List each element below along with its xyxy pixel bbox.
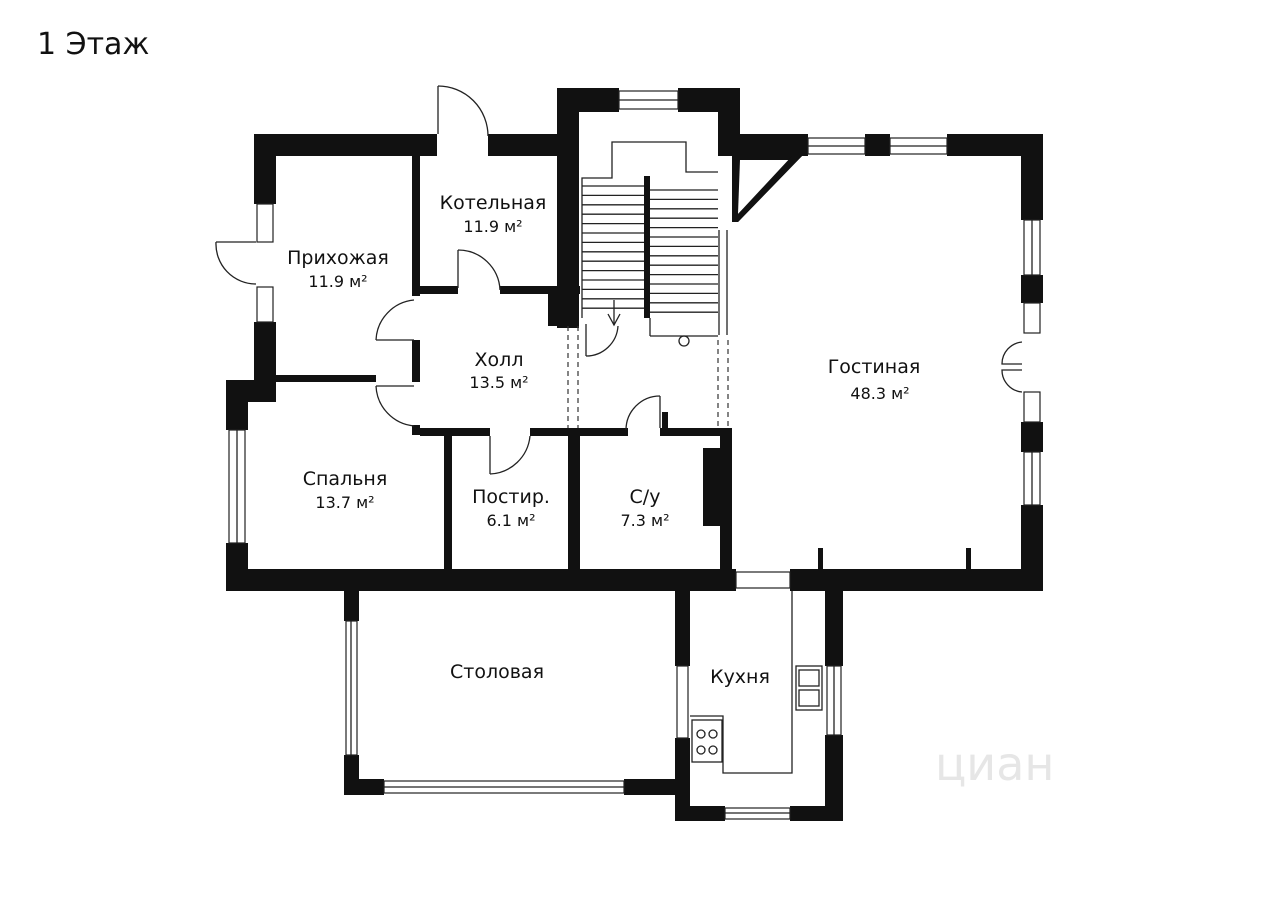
watermark: циан [935,737,1054,791]
room-hallway: Прихожая 11.9 м² [287,247,389,291]
room-living-name: Гостиная [828,356,921,378]
room-boiler: Котельная 11.9 м² [440,192,547,236]
room-laundry-area: 6.1 м² [486,511,535,530]
room-boiler-area: 11.9 м² [463,217,522,236]
room-bedroom: Спальня 13.7 м² [303,468,388,512]
room-boiler-name: Котельная [440,192,547,214]
room-living: Гостиная 48.3 м² [828,356,921,403]
room-kitchen-name: Кухня [710,666,770,688]
doors [215,85,1023,475]
interior-walls [276,156,971,569]
room-hallway-area: 11.9 м² [308,272,367,291]
room-laundry-name: Постир. [472,486,550,508]
room-bathroom: С/у 7.3 м² [620,486,669,530]
room-dining-name: Столовая [450,661,544,683]
room-bedroom-name: Спальня [303,468,388,490]
room-hall-area: 13.5 м² [469,373,528,392]
kitchen-counter [690,591,823,774]
room-bathroom-name: С/у [630,486,661,508]
room-kitchen: Кухня [710,666,770,688]
staircase [581,141,718,347]
room-living-area: 48.3 м² [850,384,909,403]
open-passages [567,326,729,428]
floor-title: 1 Этаж [37,27,150,62]
room-dining: Столовая [450,661,544,683]
windows [228,90,1041,820]
room-laundry: Постир. 6.1 м² [472,486,550,530]
room-hallway-name: Прихожая [287,247,389,269]
room-hall: Холл 13.5 м² [469,349,528,392]
outer-walls [226,88,1043,821]
room-bedroom-area: 13.7 м² [315,493,374,512]
room-bathroom-area: 7.3 м² [620,511,669,530]
room-hall-name: Холл [475,349,524,371]
